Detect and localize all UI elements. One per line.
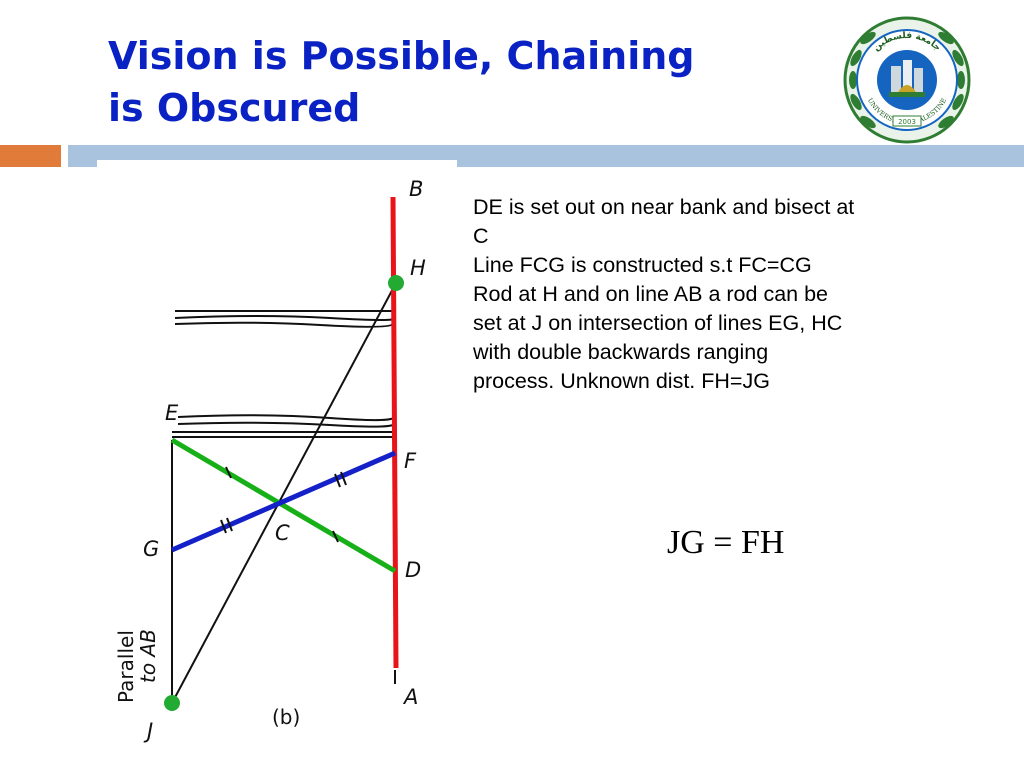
point-label-c: C — [275, 521, 290, 545]
slide-title-line-1: Vision is Possible, Chaining — [108, 34, 695, 78]
line-jh — [171, 282, 397, 704]
university-logo: جامعة فلسطين UNIVERSITY OF PALESTINE 200… — [843, 16, 971, 144]
accent-bar-orange — [0, 145, 61, 167]
description-line: set at J on intersection of lines EG, HC — [473, 311, 843, 335]
point-label-g: G — [143, 537, 159, 561]
description-text: DE is set out on near bank and bisect at… — [473, 193, 993, 396]
point-label-d: D — [405, 558, 421, 582]
line-de — [170, 437, 397, 574]
description-line: DE is set out on near bank and bisect at — [473, 195, 855, 219]
point-label-b: B — [409, 177, 423, 201]
equality-ticks — [220, 466, 347, 543]
equation: JG = FH — [667, 524, 785, 561]
description-line: Line FCG is constructed s.t FC=CG — [473, 253, 812, 277]
river-bank-far — [174, 310, 395, 328]
slide-title: Vision is Possible, Chaining is Obscured — [108, 30, 828, 134]
slide-title-line-2: is Obscured — [108, 86, 361, 130]
description-line: with double backwards ranging — [473, 340, 769, 364]
rod-marker-j — [164, 695, 180, 711]
point-label-h: H — [410, 256, 426, 280]
line-ab — [390, 196, 399, 669]
rod-marker-h — [388, 275, 404, 291]
logo-year: 2003 — [898, 118, 916, 126]
chaining-diagram: B H E F C G D A J (b) Parallel to AB — [114, 177, 426, 743]
description-line: process. Unknown dist. FH=JG — [473, 369, 770, 393]
laurel-icon — [849, 31, 965, 129]
building-icon — [889, 60, 925, 97]
description-line: Rod at H and on line AB a rod can be — [473, 282, 828, 306]
line-fg — [171, 450, 396, 553]
point-label-a: A — [402, 685, 418, 709]
side-label-line-1: Parallel — [114, 630, 138, 703]
figure-caption: (b) — [272, 705, 300, 729]
side-label-line-2: to AB — [136, 629, 160, 683]
point-label-e: E — [165, 401, 179, 425]
point-label-f: F — [404, 449, 417, 473]
point-label-j: J — [143, 719, 153, 743]
description-line: C — [473, 224, 489, 248]
river-bank-near — [172, 414, 395, 438]
